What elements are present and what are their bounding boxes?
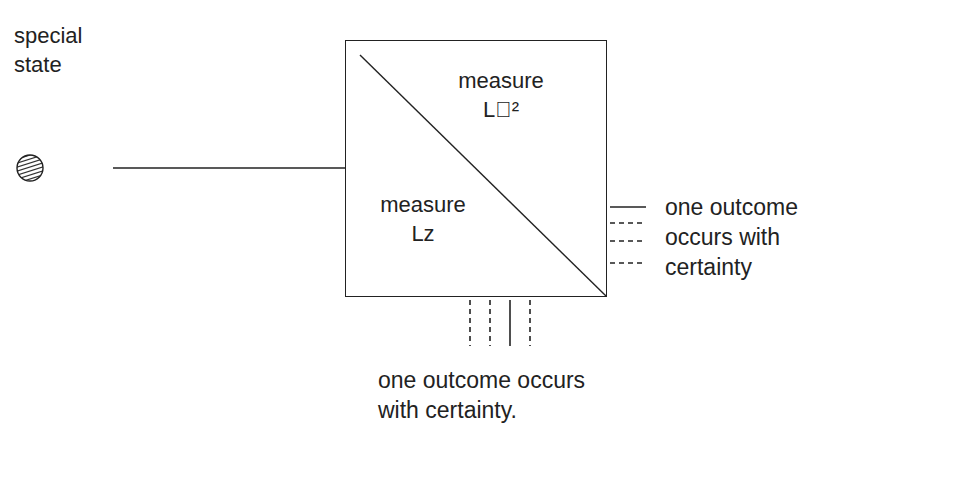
outcome-note: one outcome occurs with certainty.	[378, 366, 628, 426]
measurement-box: measure L⃗² measure Lz	[345, 40, 607, 297]
outcome-line	[610, 206, 646, 208]
state-circle	[14, 152, 46, 184]
circle-outline	[17, 155, 43, 181]
outcome-line	[610, 262, 646, 264]
outcome-line	[489, 300, 491, 346]
outcome-line	[610, 222, 646, 224]
outcome-note: one outcome occurs with certainty	[665, 193, 840, 283]
state-node: special state	[8, 22, 113, 187]
outcome-line	[469, 300, 471, 346]
outcome-line	[529, 300, 531, 346]
outcome-line	[610, 240, 646, 242]
input-line	[113, 167, 345, 169]
state-label: special state	[14, 22, 104, 79]
diagonal-line	[360, 55, 606, 296]
measure-text: measure Lz	[368, 191, 478, 248]
measure-text: measure L⃗²	[441, 67, 561, 124]
outcome-line	[509, 300, 511, 346]
